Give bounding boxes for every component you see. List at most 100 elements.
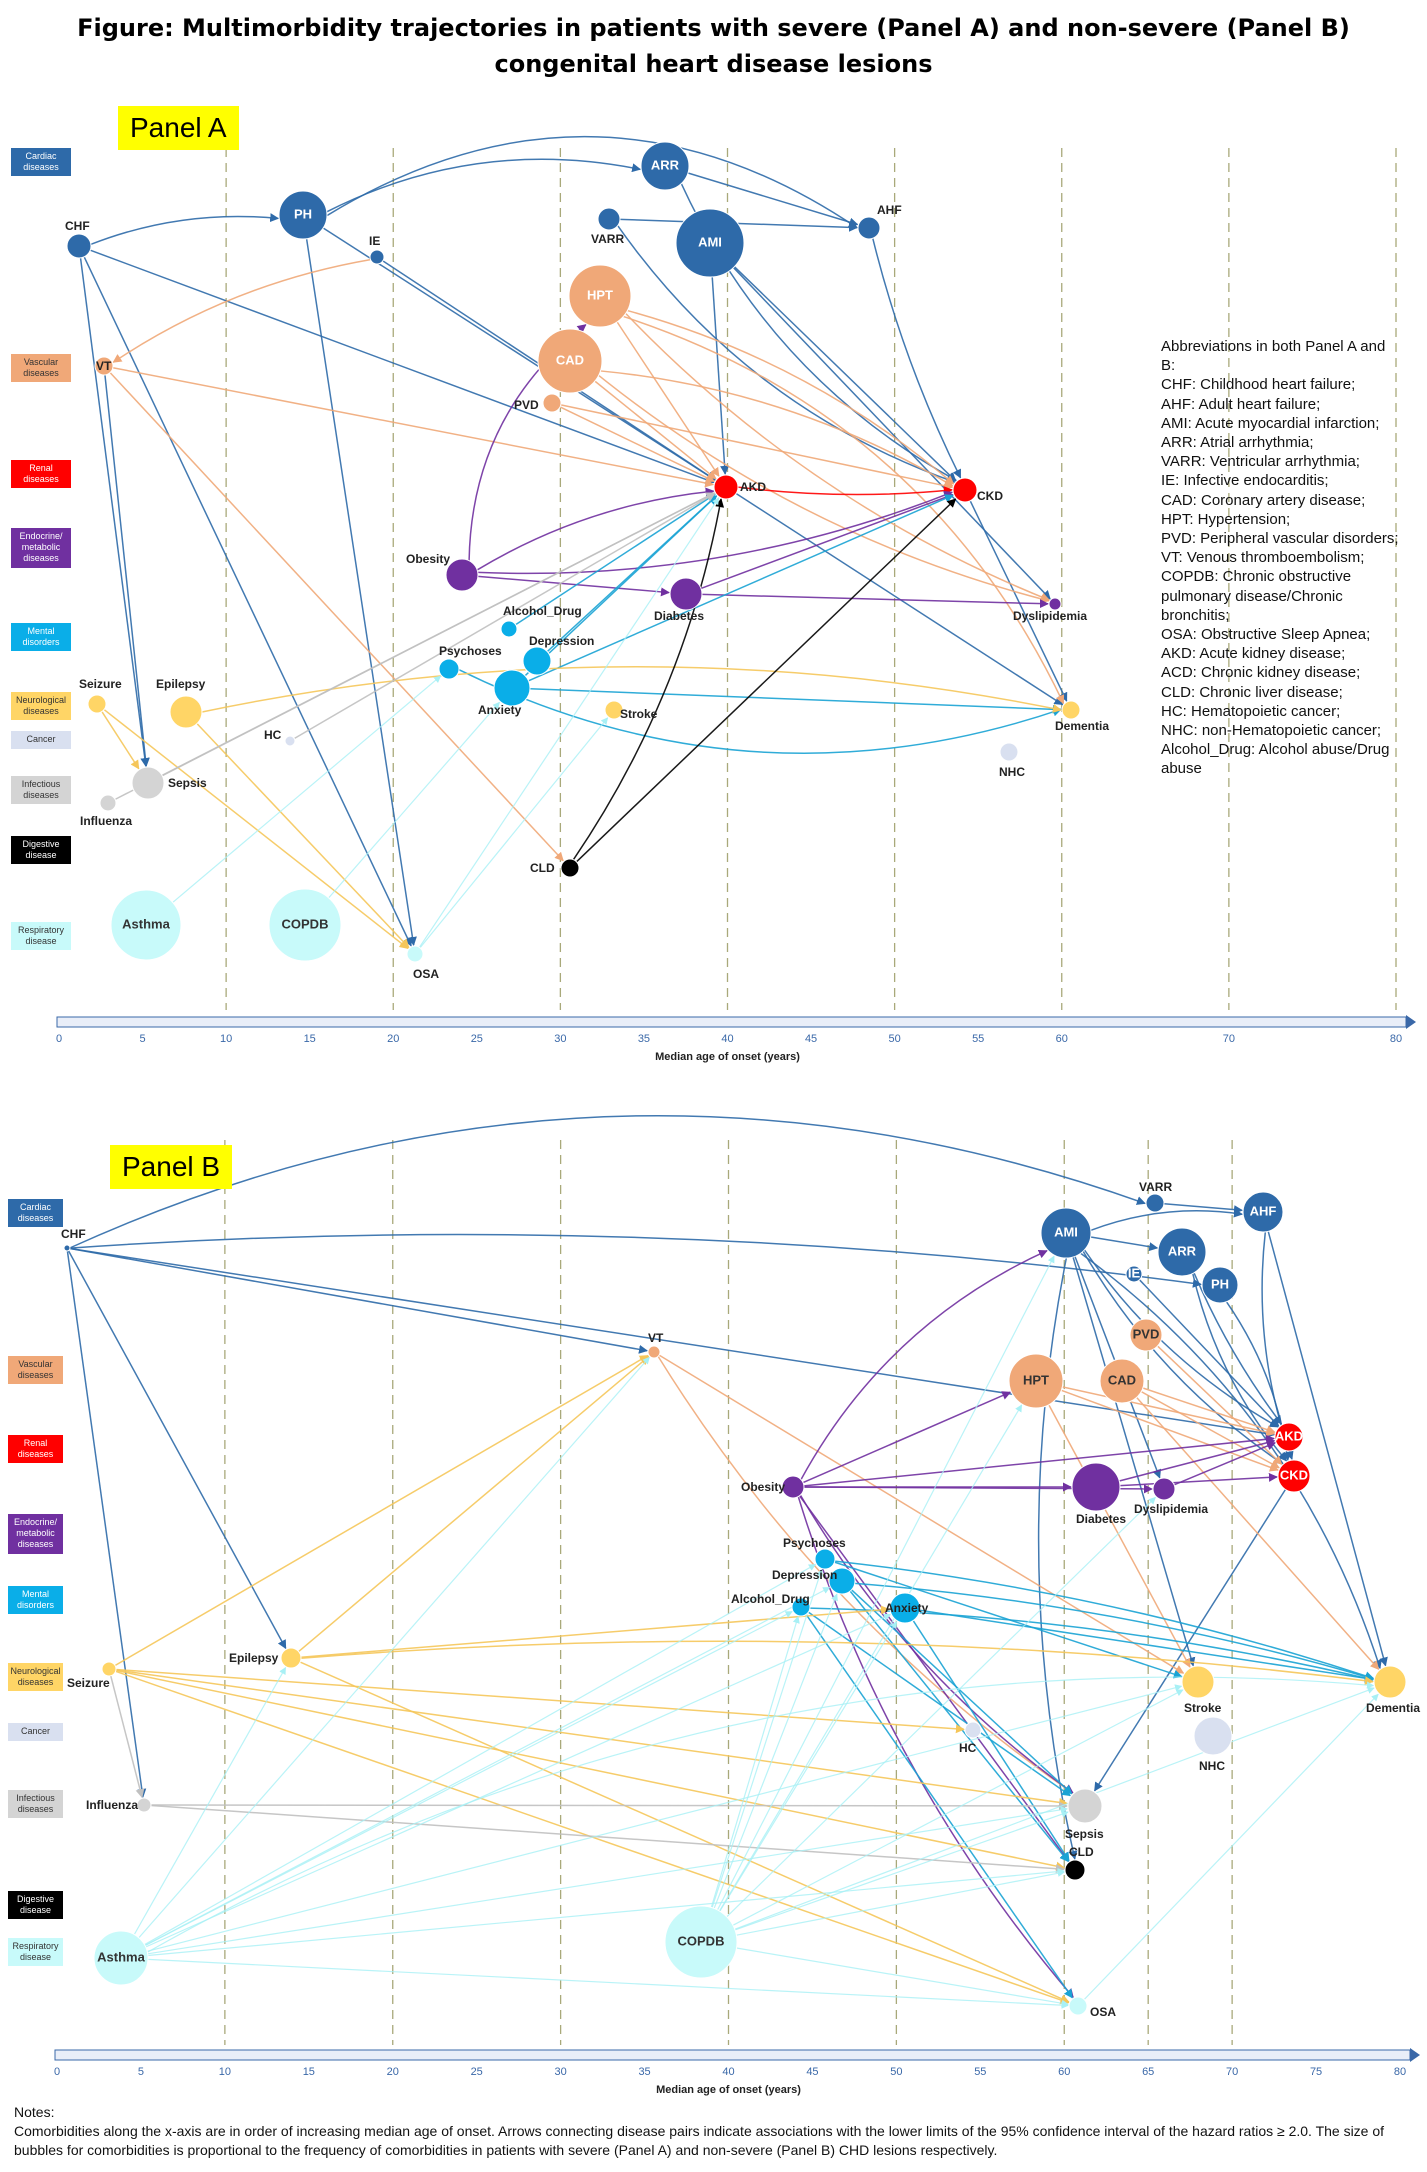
node-label: PH bbox=[1211, 1276, 1229, 1291]
bubble bbox=[93, 1930, 149, 1986]
node-obesity: Obesity bbox=[741, 1475, 805, 1499]
edge-epilepsy-to-osa bbox=[299, 1661, 1070, 2003]
edge-obesity-to-sepsis bbox=[799, 1494, 1074, 1794]
tick-label: 80 bbox=[1390, 1033, 1402, 1045]
node-label: CLD bbox=[1069, 1845, 1094, 1859]
node-label: HC bbox=[264, 728, 282, 742]
edge-ami-to-akd bbox=[711, 276, 730, 475]
node-label: Sepsis bbox=[1065, 1827, 1104, 1841]
category-label: Endocrine/ bbox=[14, 1517, 58, 1527]
category-label: diseases bbox=[18, 1213, 54, 1223]
node-influenza: Influenza bbox=[86, 1797, 152, 1813]
edge-ami-to-ahf bbox=[1090, 1208, 1244, 1232]
edge-psychoses-to-dementia bbox=[458, 668, 1062, 755]
category-label: Endocrine/ bbox=[19, 531, 63, 541]
category-swatch bbox=[8, 1586, 63, 1614]
node-cad: CAD bbox=[1099, 1358, 1145, 1404]
tick-label: 25 bbox=[471, 2066, 483, 2078]
edge-ph-to-osa bbox=[305, 238, 417, 946]
node-dementia: Dementia bbox=[1055, 700, 1109, 733]
abbreviation-entry: PVD: Peripheral vascular disorders; bbox=[1161, 530, 1399, 548]
tick-label: 40 bbox=[721, 1033, 733, 1045]
node-arr: ARR bbox=[640, 141, 690, 191]
edge-dyslipidemia-to-akd bbox=[1173, 1441, 1276, 1486]
tick-label: 15 bbox=[303, 2066, 315, 2078]
node-alcohol_drug: Alcohol_Drug bbox=[500, 604, 582, 638]
bubble bbox=[1145, 1193, 1165, 1213]
node-label: CLD bbox=[530, 861, 555, 875]
category-label: Mental bbox=[22, 1589, 49, 1599]
category-label: Cancer bbox=[26, 734, 55, 744]
edge-diabetes-to-ckd bbox=[1119, 1472, 1278, 1487]
notes-heading: Notes: bbox=[14, 2104, 55, 2120]
category-label: diseases bbox=[18, 1804, 54, 1814]
category-label: Cardiac bbox=[25, 151, 57, 161]
edges bbox=[66, 1114, 1388, 2009]
notes: Notes: Comorbidities along the x-axis ar… bbox=[14, 2103, 1414, 2160]
node-arr: ARR bbox=[1157, 1227, 1207, 1277]
category-swatch bbox=[8, 1790, 63, 1818]
bubble bbox=[560, 858, 580, 878]
edge-copdb-to-anxiety bbox=[719, 1621, 898, 1912]
node-label: OSA bbox=[1090, 2005, 1116, 2019]
abbreviations-legend: Abbreviations in both Panel A and B:CHF:… bbox=[1161, 337, 1401, 779]
tick-label: 40 bbox=[722, 2066, 734, 2078]
node-asthma: Asthma bbox=[110, 889, 182, 961]
tick-label: 55 bbox=[972, 1033, 984, 1045]
bubble bbox=[999, 742, 1019, 762]
node-label: Dyslipidemia bbox=[1134, 1502, 1208, 1516]
category-swatch bbox=[11, 836, 71, 864]
edge-seizure-to-vt bbox=[114, 1354, 649, 1667]
abbreviation-entry: AHF: Adult heart failure; bbox=[1161, 395, 1321, 413]
category-legend: CardiacdiseasesVasculardiseasesRenaldise… bbox=[8, 1199, 63, 1966]
bubble bbox=[640, 141, 690, 191]
category-label: metabolic bbox=[16, 1528, 55, 1538]
axis-arrow-icon bbox=[1406, 1015, 1416, 1029]
bubble bbox=[1125, 1265, 1143, 1283]
edge-seizure-to-influenza bbox=[110, 1675, 145, 1799]
edge-asthma-to-cld bbox=[147, 1868, 1065, 1957]
node-label: ARR bbox=[1168, 1243, 1197, 1258]
panel-a: CardiacdiseasesVasculardiseasesRenaldise… bbox=[11, 135, 1416, 1063]
tick-label: 60 bbox=[1056, 1033, 1068, 1045]
edge-obesity-to-diabetes bbox=[477, 575, 670, 597]
edge-ami-to-ckd bbox=[733, 266, 957, 482]
edge-copdb-to-alcohol_drug bbox=[710, 1615, 800, 1908]
category-label: Infectious bbox=[16, 1793, 55, 1803]
node-pvd: PVD bbox=[514, 393, 562, 413]
edge-osa-to-dementia bbox=[1083, 1693, 1379, 2000]
edge-asthma-to-anxiety bbox=[145, 1613, 892, 1948]
edge-copdb-to-ami bbox=[716, 1255, 1055, 1911]
node-label: Sepsis bbox=[168, 776, 207, 790]
node-hc: HC bbox=[264, 728, 296, 747]
category-swatch bbox=[11, 623, 71, 651]
edge-asthma-to-epilepsy bbox=[133, 1666, 287, 1935]
edge-chf-to-ph bbox=[69, 1233, 1202, 1288]
bubble bbox=[66, 233, 92, 259]
edge-ckd-to-dementia bbox=[969, 500, 1068, 702]
node-label: COPDB bbox=[282, 916, 329, 931]
tick-label: 35 bbox=[638, 1033, 650, 1045]
edge-asthma-to-stroke bbox=[147, 1684, 1183, 1952]
node-nhc: NHC bbox=[1193, 1716, 1233, 1773]
category-swatch bbox=[11, 731, 71, 749]
edge-ami-to-dyslipidemia bbox=[732, 267, 1051, 600]
x-axis-title: Median age of onset (years) bbox=[656, 2084, 801, 2096]
abbreviation-entry: IE: Infective endocarditis; bbox=[1161, 472, 1329, 490]
edges bbox=[79, 135, 1068, 950]
edge-influenza-to-sepsis bbox=[150, 1801, 1068, 1811]
bubble bbox=[278, 190, 328, 240]
node-label: Psychoses bbox=[783, 1536, 846, 1550]
bubble bbox=[1061, 700, 1081, 720]
edge-ami-to-stroke bbox=[1072, 1256, 1196, 1667]
node-alcohol_drug: Alcohol_Drug bbox=[731, 1592, 811, 1617]
edge-obesity-to-ami bbox=[800, 1249, 1048, 1480]
edge-cad-to-ckd bbox=[1140, 1390, 1280, 1469]
